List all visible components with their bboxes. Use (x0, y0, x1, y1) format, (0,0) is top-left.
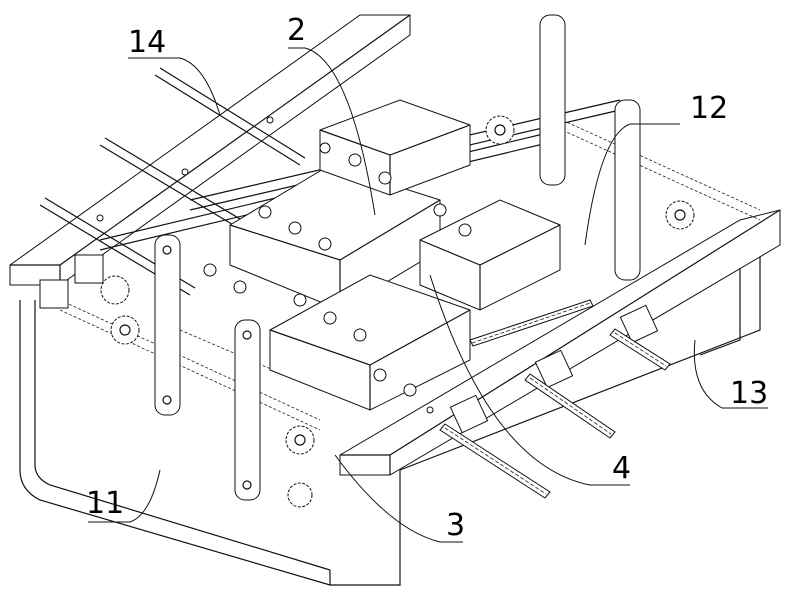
label-13: 13 (730, 376, 768, 411)
label-14: 14 (128, 25, 166, 60)
label-11: 11 (86, 486, 124, 521)
label-3: 3 (446, 508, 465, 543)
label-2: 2 (287, 13, 306, 48)
label-12: 12 (690, 91, 728, 126)
label-4: 4 (612, 451, 631, 486)
